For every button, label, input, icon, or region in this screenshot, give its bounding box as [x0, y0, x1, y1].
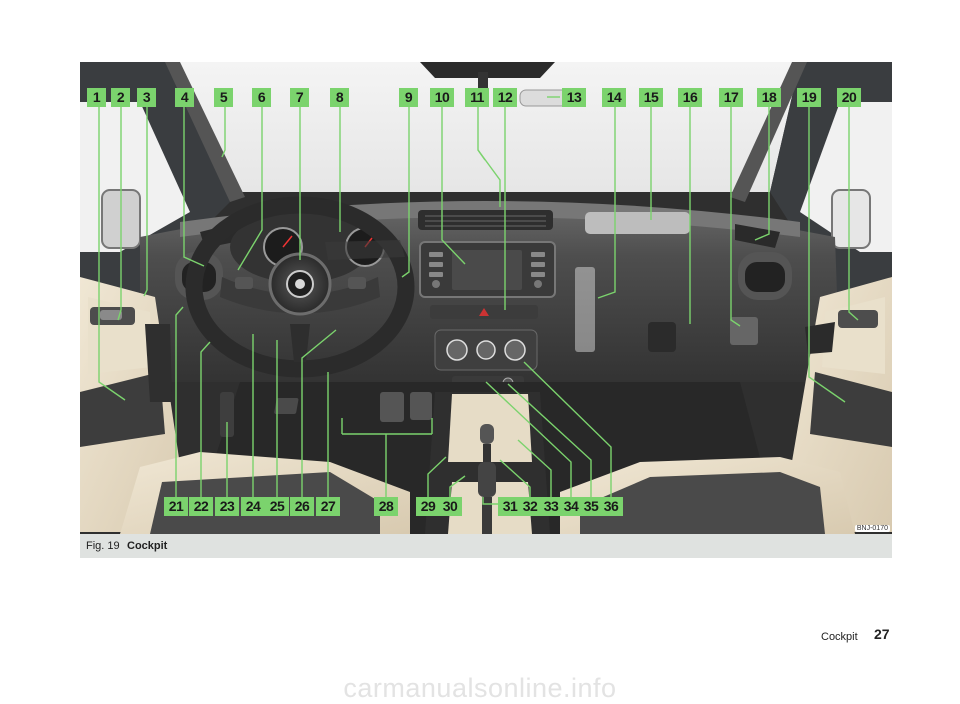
callout-17: 17 — [719, 88, 743, 107]
callout-14: 14 — [602, 88, 626, 107]
callout-18: 18 — [757, 88, 781, 107]
page-number: 27 — [874, 626, 890, 642]
callout-32: 32 — [518, 497, 542, 516]
figure-caption: Fig. 19 Cockpit — [80, 534, 892, 558]
callout-20: 20 — [837, 88, 861, 107]
callout-2: 2 — [111, 88, 130, 107]
callout-19: 19 — [797, 88, 821, 107]
callout-15: 15 — [639, 88, 663, 107]
callout-33: 33 — [539, 497, 563, 516]
cockpit-illustration — [80, 62, 892, 534]
watermark: carmanualsonline.info — [343, 673, 617, 703]
callout-21: 21 — [164, 497, 188, 516]
callout-1: 1 — [87, 88, 106, 107]
callout-12: 12 — [493, 88, 517, 107]
callout-27: 27 — [316, 497, 340, 516]
callout-7: 7 — [290, 88, 309, 107]
callout-29: 29 — [416, 497, 440, 516]
callout-35: 35 — [579, 497, 603, 516]
callout-24: 24 — [241, 497, 265, 516]
callout-26: 26 — [290, 497, 314, 516]
callout-28: 28 — [374, 497, 398, 516]
callout-10: 10 — [430, 88, 454, 107]
cockpit-figure: 1 2 3 4 5 6 7 8 9 10 11 12 13 14 15 16 1… — [80, 62, 892, 534]
callout-25: 25 — [265, 497, 289, 516]
callout-30: 30 — [438, 497, 462, 516]
callout-5: 5 — [214, 88, 233, 107]
callout-6: 6 — [252, 88, 271, 107]
callout-16: 16 — [678, 88, 702, 107]
callout-36: 36 — [599, 497, 623, 516]
callout-13: 13 — [562, 88, 586, 107]
callout-34: 34 — [559, 497, 583, 516]
callout-8: 8 — [330, 88, 349, 107]
image-code: BNJ-0170 — [854, 525, 890, 532]
callout-9: 9 — [399, 88, 418, 107]
callout-23: 23 — [215, 497, 239, 516]
callout-22: 22 — [189, 497, 213, 516]
callout-11: 11 — [465, 88, 489, 107]
callout-4: 4 — [175, 88, 194, 107]
footer-section-title: Cockpit — [821, 631, 858, 643]
figure-label: Fig. 19 — [86, 540, 120, 552]
figure-title: Cockpit — [127, 540, 168, 552]
callout-3: 3 — [137, 88, 156, 107]
callout-31: 31 — [498, 497, 522, 516]
